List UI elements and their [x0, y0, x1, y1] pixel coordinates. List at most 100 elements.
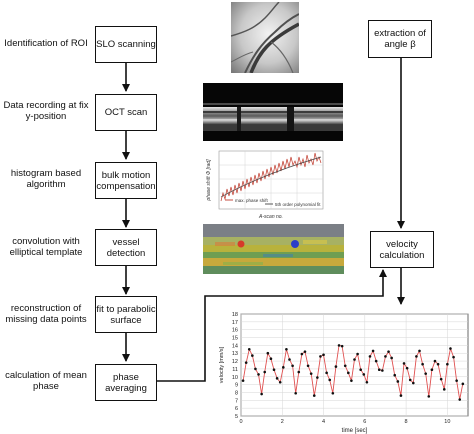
phase-plot-xlabel: A-scan no.	[258, 214, 283, 220]
y-tick-label: 18	[232, 312, 238, 318]
velocity-data-point	[254, 367, 257, 371]
velocity-data-point	[272, 368, 276, 372]
velocity-data-point	[288, 358, 291, 361]
velocity-data-point	[442, 388, 446, 391]
velocity-data-point	[343, 364, 347, 368]
velocity-data-point	[282, 366, 285, 369]
step-label-data-recording: Data recording at fix y-position	[3, 100, 89, 122]
y-tick-label: 17	[232, 320, 238, 326]
velocity-data-point	[362, 373, 366, 376]
velocity-data-point	[285, 348, 288, 351]
velocity-data-point	[458, 398, 462, 401]
box-oct-scan: OCT scan	[95, 94, 157, 131]
y-tick-label: 16	[232, 328, 238, 334]
velocity-data-point	[309, 372, 313, 375]
velocity-data-point	[427, 395, 431, 398]
x-tick-label: 4	[322, 419, 325, 425]
chart-plot-area	[240, 313, 469, 417]
x-tick-label: 6	[363, 419, 366, 425]
vessel-detection-image	[203, 224, 344, 274]
velocity-data-point	[384, 355, 387, 358]
velocity-data-point	[312, 394, 316, 397]
velocity-data-point	[294, 391, 297, 395]
y-tick-label: 10	[232, 375, 238, 381]
velocity-data-point	[356, 352, 359, 356]
velocity-data-point	[334, 365, 338, 368]
velocity-data-point	[316, 376, 319, 379]
box-slo-scanning: SLO scanning	[95, 26, 157, 63]
x-tick-label: 10	[444, 419, 450, 425]
velocity-data-point	[322, 353, 325, 357]
velocity-data-point	[412, 381, 415, 385]
box-extraction-angle: extraction of angle β	[368, 20, 432, 58]
velocity-data-point	[433, 359, 437, 363]
velocity-data-point	[328, 378, 332, 382]
arrow-phase-to-velocity	[156, 269, 387, 382]
velocity-data-point	[449, 347, 452, 350]
slo-fundus-image	[231, 2, 299, 73]
velocity-data-point	[368, 355, 372, 358]
velocity-data-point	[387, 350, 390, 353]
box-bulk-motion: bulk motion compensation	[95, 162, 157, 199]
velocity-data-point	[359, 368, 362, 372]
x-tick-label: 2	[281, 419, 284, 425]
velocity-data-point	[300, 352, 304, 356]
phase-plot-ylabel: phase shift Φ [rad]	[206, 159, 212, 202]
velocity-data-point	[374, 359, 378, 363]
velocity-data-point	[452, 355, 455, 359]
velocity-data-point	[405, 366, 409, 370]
velocity-data-point	[291, 364, 294, 368]
y-tick-label: 13	[232, 351, 238, 357]
velocity-data-point	[439, 377, 443, 381]
velocity-data-point	[350, 379, 353, 382]
velocity-data-point	[381, 369, 384, 372]
velocity-data-point	[247, 348, 251, 351]
box-phase-averaging: phase averaging	[95, 364, 157, 401]
velocity-data-point	[377, 368, 381, 372]
phase-noisy-trace	[220, 152, 322, 202]
phase-fit-curve	[220, 156, 322, 198]
velocity-data-point	[430, 368, 434, 372]
legend-label-fit: 5th order polynomial fit	[275, 202, 321, 207]
y-tick-label: 11	[232, 367, 238, 373]
box-fit-parabolic: fit to parabolic surface	[95, 296, 157, 333]
y-tick-label: 5	[235, 414, 238, 420]
velocity-data-point	[244, 361, 248, 364]
velocity-data-point	[331, 391, 335, 395]
chart-y-axis-label: velocity [mm/s]	[219, 346, 225, 383]
velocity-data-point	[303, 350, 307, 353]
velocity-data-point	[269, 357, 273, 361]
box-velocity-calculation: velocity calculation	[370, 231, 434, 268]
velocity-data-point	[421, 362, 424, 366]
velocity-data-point	[408, 378, 412, 382]
velocity-data-point	[251, 354, 254, 357]
velocity-data-point	[402, 362, 406, 365]
velocity-data-point	[418, 349, 421, 353]
x-tick-label: 0	[239, 419, 242, 425]
velocity-data-point	[446, 362, 449, 366]
velocity-data-point	[325, 371, 328, 375]
velocity-data-point	[306, 364, 310, 368]
chart-x-axis-label: time [sec]	[342, 428, 368, 434]
velocity-data-point	[365, 380, 369, 384]
step-label-mean-phase: calculation of mean phase	[5, 370, 87, 392]
phase-shift-plot: max. phase shift 5th order polynomial fi…	[203, 149, 327, 222]
velocity-data-point	[390, 356, 393, 360]
velocity-data-point	[455, 379, 458, 382]
oct-bscan-image	[203, 83, 343, 141]
velocity-data-point	[393, 373, 397, 377]
velocity-data-point	[436, 362, 440, 366]
step-label-roi: Identification of ROI	[4, 38, 88, 49]
velocity-data-point	[353, 358, 356, 361]
velocity-data-point	[260, 392, 263, 396]
step-label-convolution: convolution with elliptical template	[9, 236, 83, 258]
velocity-data-point	[297, 370, 301, 374]
box-vessel-detection: vessel detection	[95, 229, 157, 266]
step-label-histogram: histogram based algorithm	[10, 168, 82, 190]
velocity-data-point	[415, 355, 418, 358]
y-tick-label: 9	[235, 383, 238, 389]
velocity-data-point	[337, 344, 341, 347]
y-tick-label: 8	[235, 390, 238, 396]
